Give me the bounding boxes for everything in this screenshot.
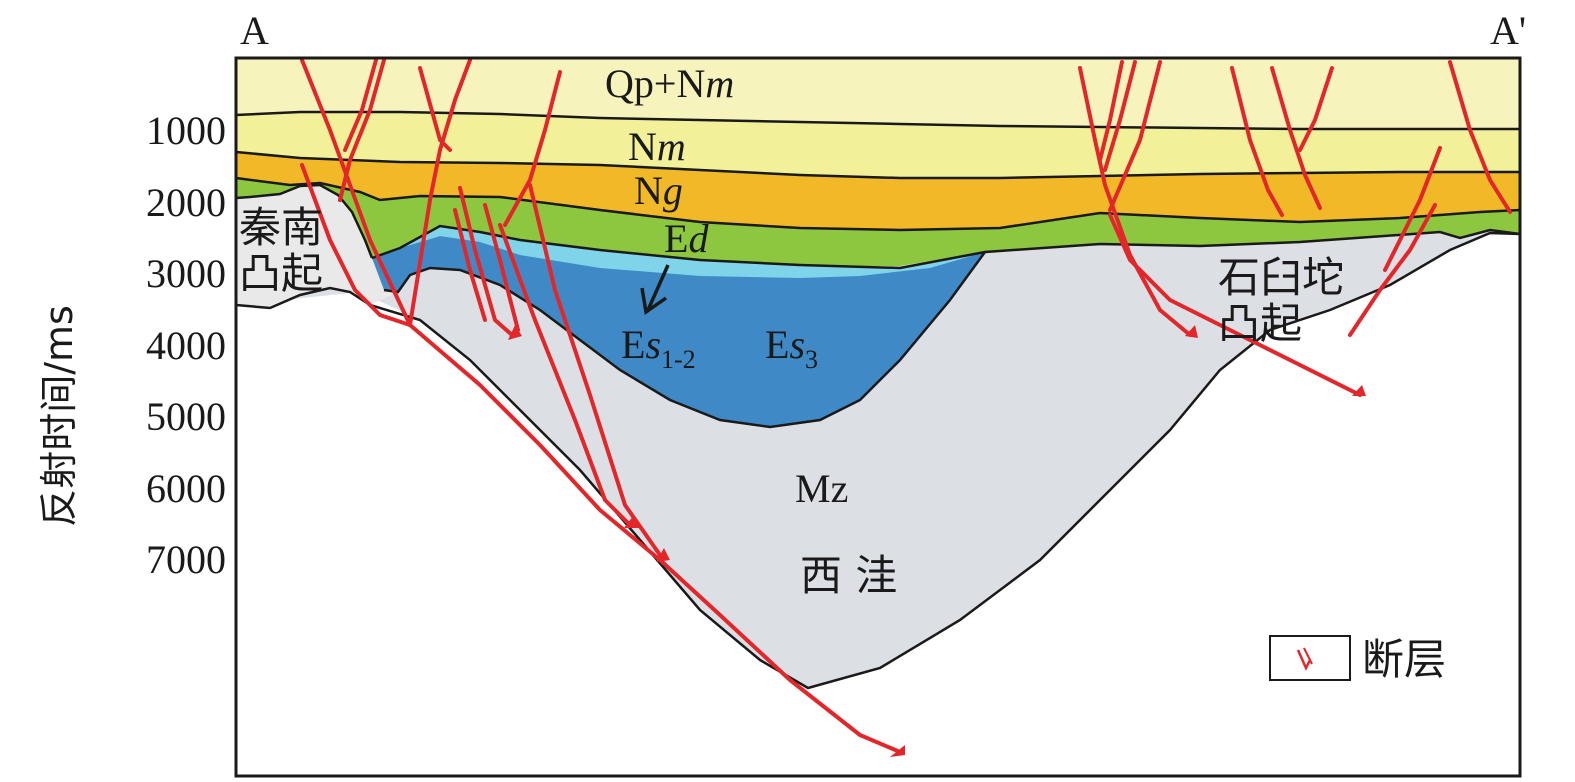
y-tick-label: 4000: [146, 323, 226, 368]
fault-line: [1108, 213, 1362, 397]
legend-fault-symbol-tick: [1303, 647, 1313, 665]
fault-line: [503, 70, 562, 227]
fault-line: [418, 66, 452, 152]
y-axis-ticks: 1000 2000 3000 4000 5000 6000 7000: [146, 108, 226, 582]
fault-arrowhead: [1185, 325, 1198, 338]
fault-line: [1078, 66, 1192, 337]
place-shijiutuo-line1: 石臼坨: [1218, 253, 1344, 302]
fault-line: [1448, 60, 1512, 214]
uplift-qinnan: [236, 185, 398, 308]
pointer-arrow: [640, 264, 670, 316]
legend-fault-symbol: [1296, 649, 1312, 671]
horizon-uplift-outline: [235, 183, 374, 259]
y-tick-label: 1000: [146, 108, 226, 153]
fault-arrowhead: [624, 515, 640, 528]
layer-ng: [236, 152, 1520, 230]
fault-line: [453, 208, 487, 322]
y-tick-label: 2000: [146, 180, 226, 225]
section-frame: [234, 56, 1522, 778]
place-qinnan-line2: 凸起: [239, 249, 323, 298]
endpoint-a-prime: A': [1490, 8, 1526, 53]
fault-arrowhead: [890, 745, 905, 757]
unit-label-mz: Mz: [795, 466, 848, 511]
fault-line: [300, 58, 902, 754]
place-xiwa: 西 洼: [800, 551, 897, 600]
y-tick-label: 7000: [146, 537, 226, 582]
fault-line: [408, 58, 472, 327]
fault-line: [1230, 66, 1284, 217]
fault-group: [300, 58, 1512, 757]
fault-line: [1383, 146, 1442, 272]
pointer-arrow-head: [640, 287, 668, 316]
fault-line: [343, 58, 378, 152]
fault-line: [1298, 66, 1334, 152]
fault-line: [1108, 60, 1162, 212]
y-axis-label: 反射时间/ms: [37, 305, 81, 527]
y-tick-label: 6000: [146, 466, 226, 511]
unit-label-es3: Es3: [765, 322, 818, 374]
unit-label-qp-nm: Qp+Nm: [605, 61, 734, 106]
fault-line: [300, 163, 412, 327]
legend: 断层: [1269, 635, 1446, 684]
y-tick-label: 3000: [146, 251, 226, 296]
horizon-es-base: [383, 251, 987, 429]
y-tick-label: 5000: [146, 394, 226, 439]
fault-line: [338, 58, 386, 202]
place-qinnan-line1: 秦南: [239, 203, 323, 252]
horizon-qpnm-base: [235, 110, 1520, 131]
horizon-ed-base: [371, 224, 1521, 270]
fault-line: [1103, 60, 1137, 172]
fault-line: [1270, 66, 1322, 210]
legend-fault-label: 断层: [1362, 635, 1446, 684]
fault-arrowhead: [508, 325, 522, 340]
pointer-arrow-shaft: [646, 264, 670, 311]
unit-label-es12: Es1-2: [621, 322, 696, 374]
horizon-nm-base: [235, 150, 1520, 180]
fault-arrowhead: [656, 548, 670, 562]
endpoint-a: A: [240, 8, 269, 53]
layer-es: [372, 236, 985, 427]
fault-line: [483, 203, 520, 332]
place-shijiutuo-line2: 凸起: [1218, 299, 1302, 348]
fault-line: [1348, 203, 1437, 337]
fault-line: [458, 186, 514, 337]
fault-line: [1098, 60, 1124, 162]
unit-label-nm: Nm: [628, 124, 686, 169]
fault-arrowhead: [1352, 385, 1366, 396]
unit-label-ed: Ed: [664, 216, 709, 261]
unit-label-ng: Ng: [634, 168, 683, 213]
fault-line: [498, 223, 632, 527]
